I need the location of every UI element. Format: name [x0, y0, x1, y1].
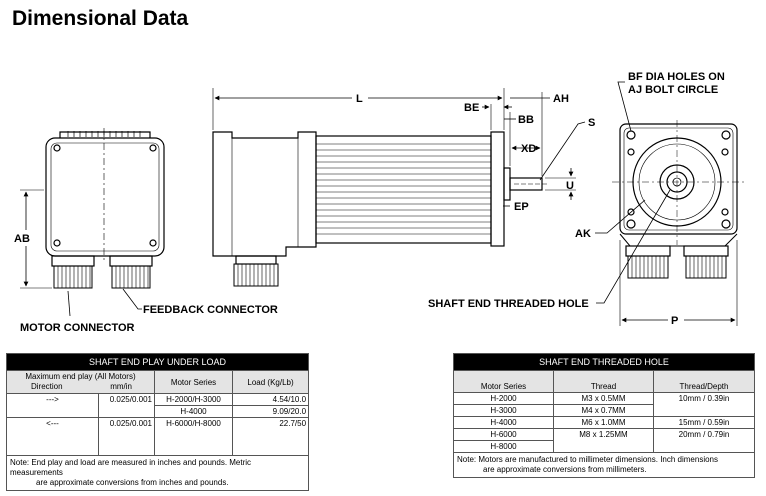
cell-direction: ---> — [6, 393, 99, 418]
cell-series: H-2000/H-3000 — [154, 393, 233, 406]
dim-label-xd: XD — [521, 143, 536, 155]
cell-series: H-4000 — [154, 405, 233, 418]
dim-label-s: S — [588, 117, 595, 129]
cell-series: H-8000 — [453, 440, 554, 453]
cell-series: H-4000 — [453, 416, 554, 429]
shaft-threaded-hole-table: SHAFT END THREADED HOLE Motor Series Thr… — [452, 353, 756, 478]
dim-label-l: L — [356, 93, 363, 105]
dimensional-drawing: BF DIA HOLES ON AJ BOLT CIRCLE L BE AH B… — [14, 71, 744, 334]
cell-series: H-2000 — [453, 392, 554, 405]
header-thread: Thread — [553, 370, 654, 393]
cell-depth: 10mm / 0.39in — [652, 392, 756, 417]
cell-load: 9.09/20.0 — [231, 405, 310, 418]
table-row: <--- 0.025/0.001 H-6000/H-8000 22.7/50 — [6, 417, 310, 456]
dim-label-be: BE — [464, 102, 479, 114]
cell-thread: M4 x 0.7MM — [553, 404, 654, 417]
cell-thread: M6 x 1.0MM — [553, 416, 654, 429]
cell-series: H-6000/H-8000 — [154, 417, 233, 456]
shaft-hole-label: SHAFT END THREADED HOLE — [428, 298, 589, 310]
table-row: H-2000 M3 x 0.5MM 10mm / 0.39in — [453, 392, 756, 417]
cell-thread: M8 x 1.25MM — [553, 428, 654, 453]
header-motor-series: Motor Series — [453, 370, 554, 393]
header-thread-depth: Thread/Depth — [652, 370, 756, 393]
dim-label-ab: AB — [14, 233, 30, 245]
motor-end-view — [20, 128, 165, 317]
cell-end-play: 0.025/0.001 — [98, 417, 155, 456]
dim-label-ep: EP — [514, 201, 529, 213]
cell-direction: <--- — [6, 417, 99, 456]
cell-thread: M3 x 0.5MM — [553, 392, 654, 405]
motor-connector-label: MOTOR CONNECTOR — [20, 322, 135, 334]
bf-label-line2: AJ BOLT CIRCLE — [628, 84, 718, 96]
table-note: Note: End play and load are measured in … — [5, 455, 310, 491]
dim-label-ah: AH — [553, 93, 569, 105]
table-row: H-4000 9.09/20.0 — [7, 405, 310, 418]
cell-end-play: 0.025/0.001 — [98, 393, 155, 418]
table-caption: SHAFT END THREADED HOLE — [452, 353, 756, 371]
table-row: ---> 0.025/0.001 H-2000/H-3000 4.54/10.0 — [6, 393, 310, 418]
table-caption: SHAFT END PLAY UNDER LOAD — [5, 353, 310, 371]
bf-label-line1: BF DIA HOLES ON — [628, 71, 725, 83]
motor-front-view — [595, 81, 744, 326]
cell-series: H-3000 — [453, 404, 554, 417]
cell-series: H-6000 — [453, 428, 554, 441]
table-row: H-6000 M8 x 1.25MM 20mm / 0.79in — [453, 428, 756, 453]
dim-label-p: P — [671, 315, 678, 327]
dim-label-u: U — [566, 180, 574, 192]
table-header-row: Motor Series Thread Thread/Depth — [453, 370, 756, 393]
dim-label-ak: AK — [575, 228, 591, 240]
shaft-end-play-table: SHAFT END PLAY UNDER LOAD Maximum end pl… — [5, 353, 310, 491]
table-row: H-4000 M6 x 1.0MM 15mm / 0.59in — [453, 416, 756, 429]
page-title: Dimensional Data — [12, 7, 189, 30]
header-motor-series: Motor Series — [154, 370, 233, 394]
header-load: Load (Kg/Lb) — [231, 370, 310, 394]
dim-label-bb: BB — [518, 114, 534, 126]
feedback-connector-label: FEEDBACK CONNECTOR — [143, 304, 278, 316]
cell-load: 22.7/50 — [231, 417, 310, 456]
cell-load: 4.54/10.0 — [231, 393, 310, 406]
cell-depth: 20mm / 0.79in — [652, 428, 756, 453]
cell-depth: 15mm / 0.59in — [652, 416, 756, 429]
table-note: Note: Motors are manufactured to millime… — [452, 452, 756, 478]
motor-side-view — [212, 88, 586, 287]
